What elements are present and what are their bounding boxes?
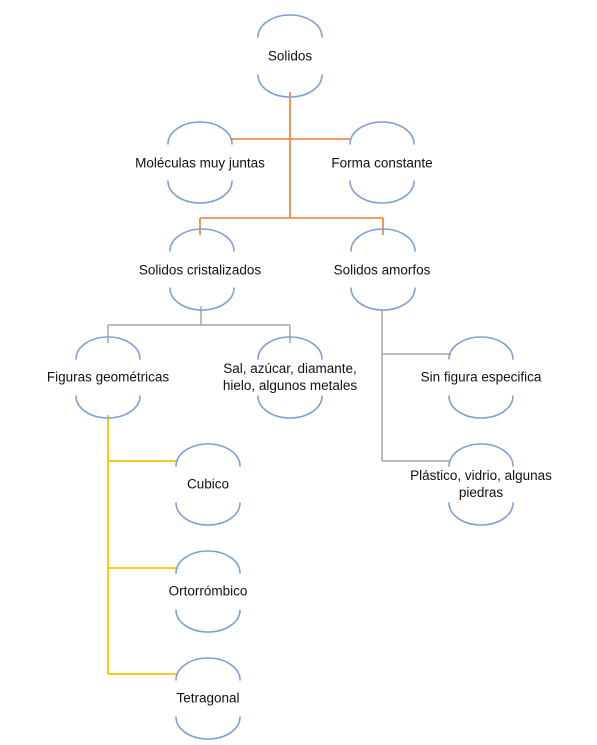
forma-bottom-arc-icon [349,180,415,204]
figuras-top-arc-icon [75,336,141,360]
root-bottom-arc-icon [257,74,323,98]
cristalizados-top-arc-icon [169,228,235,252]
forma-top-arc-icon [349,121,415,145]
amorphous-to-children-connector [381,309,451,462]
cubico-top-arc-icon [175,443,241,467]
ejemplos-amorfos-node-label: Plástico, vidrio, algunas piedras [410,468,552,500]
cubico-node-label: Cubico [186,476,230,492]
cristalizados-bottom-arc-icon [169,287,235,311]
root-top-arc-icon [257,14,323,38]
moleculas-top-arc-icon [167,121,233,145]
ejemplos-cristalizados-node-label: Sal, azúcar, diamante, hielo, algunos me… [222,361,358,393]
sin-figura-node-label: Sin figura especifica [420,369,542,385]
tetragonal-node-label: Tetragonal [176,690,240,706]
figuras-node-label: Figuras geométricas [46,369,170,385]
crystallized-to-children-connector [107,306,291,343]
amorfos-bottom-arc-icon [350,287,416,311]
cristalizados-node-label: Solidos cristalizados [138,262,262,278]
sin-figura-bottom-arc-icon [448,395,514,419]
moleculas-node-label: Moléculas muy juntas [135,155,265,171]
ortorrombico-top-arc-icon [175,550,241,574]
root-node-label: Solidos [267,48,313,64]
tetragonal-top-arc-icon [175,657,241,681]
moleculas-bottom-arc-icon [167,180,233,204]
ejemplos-cristalizados-bottom-arc-icon [257,395,323,419]
root-to-level1-connector [230,92,350,140]
ortorrombico-node-label: Ortorrómbico [168,583,248,599]
tetragonal-bottom-arc-icon [175,716,241,740]
figuras-bottom-arc-icon [75,395,141,419]
sin-figura-top-arc-icon [448,336,514,360]
root-to-level2-connector [199,139,384,235]
ejemplos-amorfos-top-arc-icon [448,443,514,467]
ejemplos-amorfos-bottom-arc-icon [448,502,514,526]
amorfos-node-label: Solidos amorfos [333,262,431,278]
ortorrombico-bottom-arc-icon [175,609,241,633]
amorfos-top-arc-icon [350,228,416,252]
forma-node-label: Forma constante [331,155,433,171]
ejemplos-cristalizados-top-arc-icon [257,336,323,360]
figures-to-children-connector [107,415,178,675]
cubico-bottom-arc-icon [175,502,241,526]
